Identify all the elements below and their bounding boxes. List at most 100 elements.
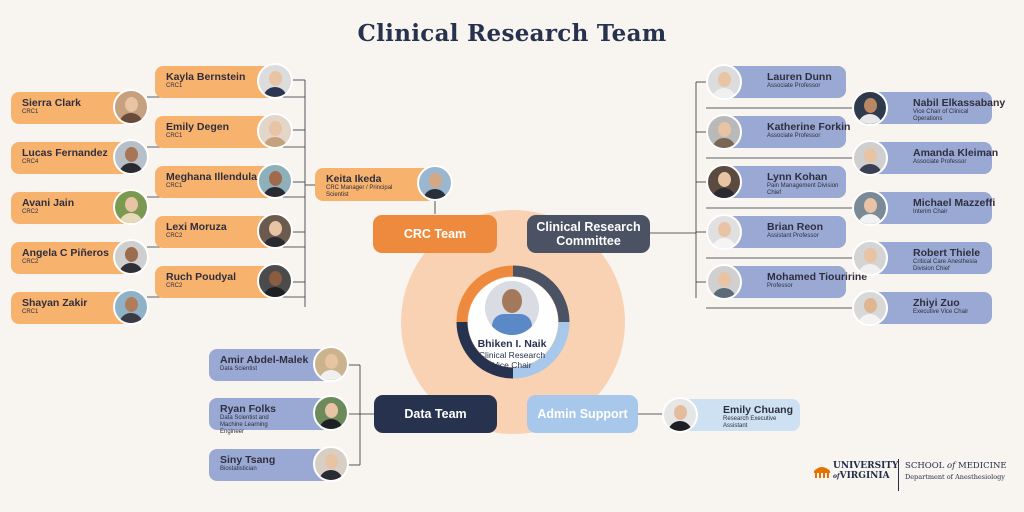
person-card[interactable]: Emily Degen CRC1 (155, 116, 275, 148)
center-name: Bhiken I. Naik (477, 338, 547, 350)
center-role-line2: Vice Chair (492, 360, 532, 370)
person-card[interactable]: Lexi Moruza CRC2 (155, 216, 275, 248)
admin-support-box[interactable]: Admin Support (527, 395, 638, 433)
person-card[interactable]: Siny Tsang Biostatistician (209, 449, 331, 481)
person-role: Associate Professor (767, 83, 821, 89)
person-card[interactable]: Ruch Poudyal CRC2 (155, 266, 275, 298)
person-role: CRC1 (22, 109, 39, 115)
person-card[interactable]: Mohamed Tiouririne Professor (724, 266, 867, 298)
person-card[interactable]: Michael Mazzeffi Interim Chair (870, 192, 995, 224)
person-card[interactable]: Katherine Forkin Associate Professor (724, 116, 851, 148)
person-role: Biostatistician (220, 466, 257, 472)
person-avatar (313, 395, 349, 431)
rotunda-icon (814, 467, 830, 478)
person-card[interactable]: Emily Chuang Research Executive Assistan… (680, 399, 800, 431)
person-avatar (313, 346, 349, 382)
person-avatar (852, 190, 888, 226)
person-card[interactable]: Meghana Illendula CRC1 (155, 166, 275, 198)
uva-logo: UNIVERSITY ofVIRGINIA SCHOOL of MEDICINE… (813, 459, 1013, 493)
person-avatar (113, 189, 149, 225)
crc-team-label: CRC Team (403, 227, 467, 241)
person-card[interactable]: Sierra Clark CRC1 (11, 92, 131, 124)
person-role: CRC2 (166, 283, 183, 289)
person-card[interactable]: Lauren Dunn Associate Professor (724, 66, 846, 98)
person-role: Associate Professor (767, 133, 821, 139)
uva-name-line2: VIRGINIA (839, 471, 890, 481)
center-role-line1: Clinical Research (478, 350, 546, 360)
crc-team-box[interactable]: CRC Team (373, 215, 497, 253)
person-card[interactable]: Ryan Folks Data Scientist and Machine Le… (209, 398, 331, 435)
person-role: Critical Care Anesthesia Division Chief (913, 259, 978, 272)
person-avatar (852, 90, 888, 126)
person-avatar (706, 214, 742, 250)
person-card[interactable]: Shayan Zakir CRC1 (11, 292, 131, 324)
person-card[interactable]: Angela C Piñeros CRC2 (11, 242, 131, 274)
person-name: Nabil Elkassabany (913, 97, 1006, 109)
person-card[interactable]: Keita Ikeda CRC Manager / Principal Scie… (315, 168, 435, 201)
person-name: Emily Chuang (723, 404, 794, 416)
person-name: Amir Abdel-Malek (220, 354, 309, 366)
data-team-box[interactable]: Data Team (374, 395, 497, 433)
admin-support-label: Admin Support (537, 407, 628, 421)
person-name: Siny Tsang (220, 454, 276, 466)
person-role: CRC2 (22, 259, 39, 265)
person-avatar (113, 139, 149, 175)
person-avatar (113, 289, 149, 325)
person-avatar (257, 213, 293, 249)
person-role: CRC1 (166, 83, 183, 89)
person-name: Lauren Dunn (767, 71, 832, 83)
person-role: Vice Chair of Clinical Operations (913, 109, 969, 122)
school-name-a: SCHOOL (905, 461, 945, 471)
person-avatar (417, 165, 453, 201)
person-avatar (662, 397, 698, 433)
person-avatar (113, 89, 149, 125)
person-card[interactable]: Lynn Kohan Pain Management Division Chie… (724, 166, 846, 198)
person-avatar (852, 290, 888, 326)
person-role: CRC1 (22, 309, 39, 315)
person-card[interactable]: Nabil Elkassabany Vice Chair of Clinical… (870, 92, 1006, 124)
person-name: Zhiyi Zuo (913, 297, 960, 309)
person-avatar (257, 163, 293, 199)
person-role: CRC4 (22, 159, 39, 165)
center-avatar (485, 281, 539, 335)
person-role: CRC2 (166, 233, 183, 239)
person-card[interactable]: Brian Reon Assistant Professor (724, 216, 846, 248)
committee-box[interactable]: Clinical Research Committee (527, 215, 650, 253)
person-role: Assistant Professor (767, 233, 819, 239)
person-card[interactable]: Zhiyi Zuo Executive Vice Chair (870, 292, 992, 324)
person-name: Shayan Zakir (22, 297, 88, 309)
person-role: Interim Chair (913, 209, 948, 215)
person-role: CRC Manager / Principal Scientist (326, 185, 393, 198)
school-name-b: MEDICINE (958, 461, 1007, 471)
person-card[interactable]: Amir Abdel-Malek Data Scientist (209, 349, 331, 381)
person-name: Katherine Forkin (767, 121, 851, 133)
uva-name-line1: UNIVERSITY (833, 461, 899, 471)
person-avatar (113, 239, 149, 275)
person-name: Ryan Folks (220, 403, 277, 415)
person-card[interactable]: Avani Jain CRC2 (11, 192, 131, 224)
person-role: Professor (767, 283, 793, 289)
person-role: Data Scientist and Machine Learning Engi… (220, 415, 269, 435)
person-avatar (706, 114, 742, 150)
person-role: Associate Professor (913, 159, 967, 165)
person-card[interactable]: Amanda Kleiman Associate Professor (870, 142, 999, 174)
person-avatar (257, 63, 293, 99)
committee-label-line1: Clinical Research (536, 220, 641, 234)
person-name: Avani Jain (22, 197, 75, 209)
person-name: Lucas Fernandez (22, 147, 108, 159)
uva-name-of: of (833, 473, 840, 480)
person-role: CRC2 (22, 209, 39, 215)
person-name: Ruch Poudyal (166, 271, 237, 283)
person-avatar (852, 240, 888, 276)
person-card[interactable]: Robert Thiele Critical Care Anesthesia D… (870, 242, 992, 274)
department-name: Department of Anesthesiology (905, 473, 1005, 481)
person-card[interactable]: Kayla Bernstein CRC1 (155, 66, 275, 98)
person-name: Meghana Illendula (166, 171, 258, 183)
school-name-of: of (947, 461, 956, 471)
person-avatar (257, 263, 293, 299)
person-name: Emily Degen (166, 121, 230, 133)
person-name: Amanda Kleiman (913, 147, 999, 159)
person-name: Brian Reon (767, 221, 824, 233)
person-name: Sierra Clark (22, 97, 81, 109)
person-card[interactable]: Lucas Fernandez CRC4 (11, 142, 131, 174)
